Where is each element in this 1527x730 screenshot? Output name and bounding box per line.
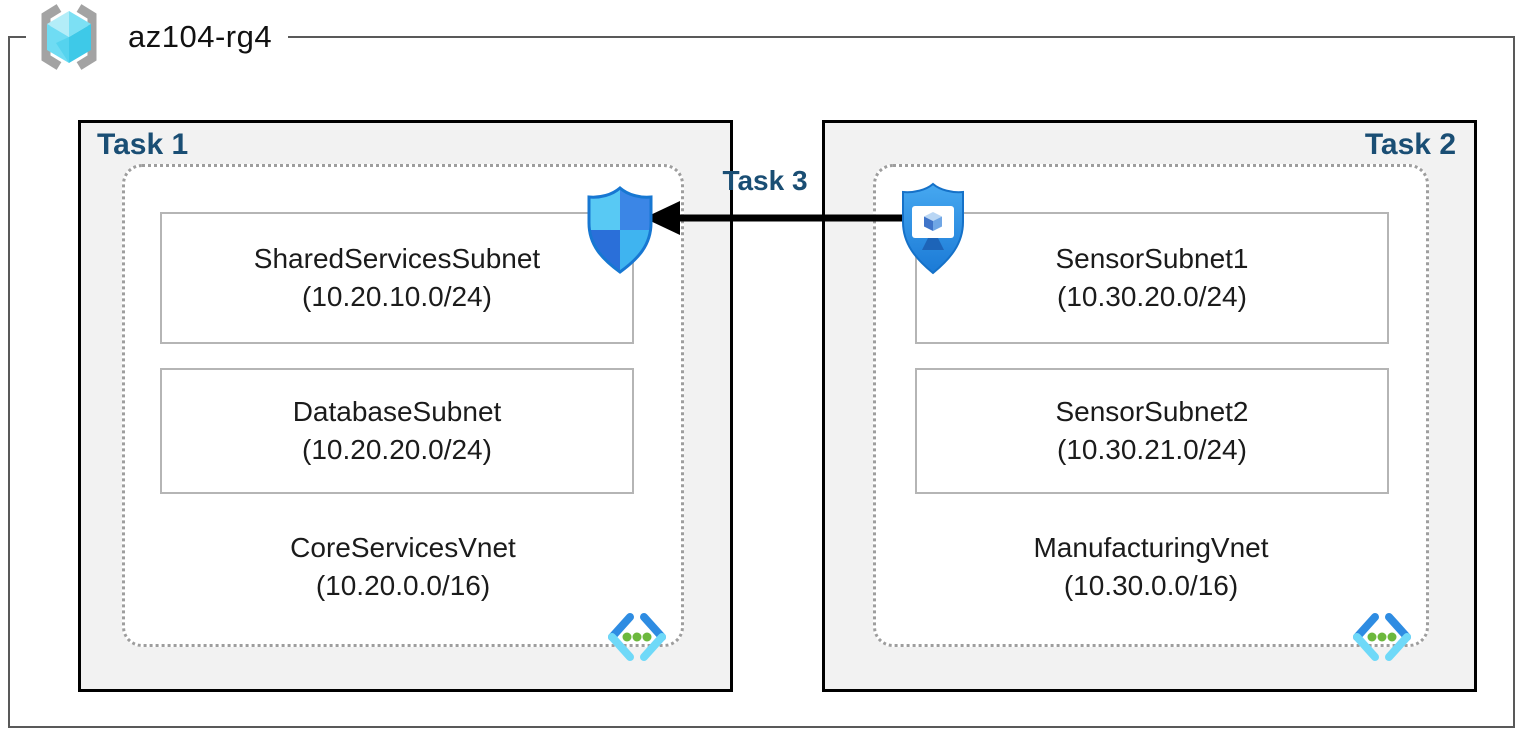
task1-label: Task 1 — [97, 128, 189, 161]
subnet-box-sensor1: SensorSubnet1 (10.30.20.0/24) — [915, 212, 1389, 344]
subnet-box-sharedservices: SharedServicesSubnet (10.20.10.0/24) — [160, 212, 634, 344]
resource-group-title: az104-rg4 — [128, 19, 273, 54]
vnet-label-manufacturing: ManufacturingVnet (10.30.0.0/16) — [876, 529, 1426, 605]
resource-group-boundary — [8, 36, 1515, 728]
virtual-network-icon — [605, 610, 669, 664]
subnet-cidr: (10.30.20.0/24) — [1057, 281, 1247, 312]
subnet-box-database: DatabaseSubnet (10.20.20.0/24) — [160, 368, 634, 494]
resource-group-header: az104-rg4 — [26, 0, 289, 74]
subnet-name: DatabaseSubnet — [292, 396, 502, 427]
virtual-network-icon — [1350, 610, 1414, 664]
vnet-name: ManufacturingVnet — [1033, 532, 1269, 563]
subnet-name: SensorSubnet2 — [1055, 396, 1249, 427]
vnet-label-coreservices: CoreServicesVnet (10.20.0.0/16) — [125, 529, 681, 605]
subnet-cidr: (10.30.21.0/24) — [1057, 434, 1247, 465]
resource-group-icon — [32, 1, 106, 73]
vnet-boundary-manufacturing: SensorSubnet1 (10.30.20.0/24) SensorSubn… — [873, 164, 1429, 661]
subnet-name: SensorSubnet1 — [1055, 243, 1249, 274]
subnet-name: SharedServicesSubnet — [253, 243, 541, 274]
subnet-cidr: (10.20.10.0/24) — [302, 281, 492, 312]
task3-arrow left-arrow — [644, 201, 910, 235]
subnet-box-sensor2: SensorSubnet2 (10.30.21.0/24) — [915, 368, 1389, 494]
vnet-cidr: (10.20.0.0/16) — [315, 570, 491, 601]
vnet-cidr: (10.30.0.0/16) — [1063, 570, 1239, 601]
vnet-boundary-coreservices: SharedServicesSubnet (10.20.10.0/24) Dat… — [122, 164, 684, 661]
network-security-group-icon — [584, 185, 656, 275]
task2-label: Task 2 — [1364, 128, 1456, 161]
subnet-cidr: (10.20.20.0/24) — [302, 434, 492, 465]
task3-label: Task 3 — [722, 165, 808, 196]
vnet-name: CoreServicesVnet — [290, 532, 516, 563]
application-security-group-icon — [897, 181, 969, 277]
